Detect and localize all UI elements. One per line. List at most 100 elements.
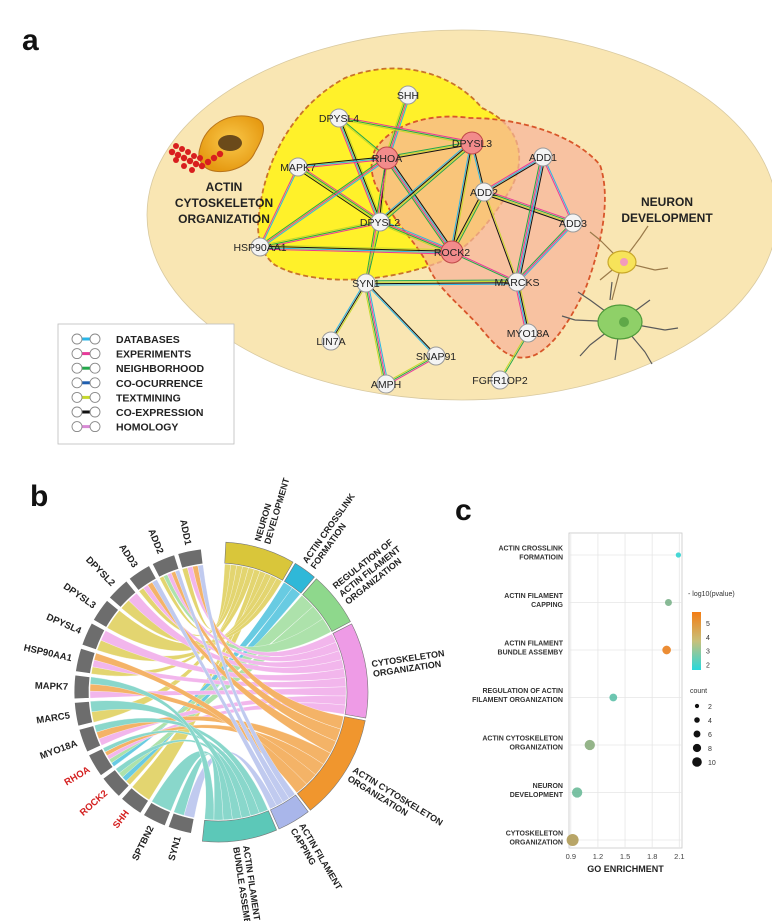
node-rhoa[interactable]: RHOA: [372, 146, 402, 170]
node-myo18a[interactable]: MYO18A: [507, 323, 550, 343]
svg-text:NEURON: NEURON: [641, 195, 693, 209]
gene-label-mapk7: MAPK7: [35, 681, 69, 693]
x-tick-label: 2.1: [674, 852, 684, 861]
gene-arc-myo18a: [78, 725, 102, 753]
panel-a-letter: a: [22, 24, 39, 57]
color-legend-bar: [692, 612, 701, 670]
node-dpysl4[interactable]: DPYSL4: [319, 108, 359, 128]
node-snap91[interactable]: SNAP91: [416, 346, 456, 366]
size-legend-dot: [694, 717, 700, 723]
data-point: [584, 739, 595, 751]
svg-text:FILAMENT ORGANIZATION: FILAMENT ORGANIZATION: [472, 697, 563, 704]
color-legend-title: - log10(pvalue): [688, 591, 735, 598]
data-point: [675, 552, 682, 558]
legend-label: TEXTMINING: [116, 392, 181, 404]
edge-rhoa-rock2: [384, 156, 455, 254]
node-mapk7[interactable]: MAPK7: [280, 157, 316, 177]
node-syn1[interactable]: SYN1: [352, 273, 380, 293]
neuron-illustration-1: [589, 225, 669, 301]
legend-item-homology: HOMOLOGY: [71, 421, 178, 434]
legend-label: EXPERIMENTS: [116, 349, 191, 361]
node-label: ADD3: [559, 218, 587, 230]
edge-syn1-amph: [363, 282, 389, 385]
gene-label-myo18a: MYO18A: [38, 738, 79, 762]
edge-mapk7-hsp90aa1: [258, 166, 300, 248]
legend-label: DATABASES: [116, 334, 180, 346]
gene-arc-mapk7: [73, 674, 91, 700]
node-label: SNAP91: [416, 351, 456, 363]
legend-item-neighborhood: NEIGHBORHOOD: [71, 362, 205, 375]
gene-label-marc5: MARC5: [36, 710, 72, 726]
term-arc-cytoskeleton-organization: [332, 623, 369, 719]
node-label: HSP90AA1: [233, 242, 286, 254]
svg-text:ACTIN CROSSLINK: ACTIN CROSSLINK: [498, 546, 563, 553]
legend-item-co-ocurrence: CO-OCURRENCE: [71, 377, 203, 390]
gene-label-rhoa: RHOA: [63, 764, 93, 788]
x-tick-label: 0.9: [566, 852, 576, 861]
node-add3[interactable]: ADD3: [559, 213, 587, 233]
gene-arc-add3: [128, 564, 157, 592]
node-marcks[interactable]: MARCKS: [495, 272, 540, 292]
gene-arc-syn1: [167, 812, 195, 834]
edge-add1-add3: [541, 156, 575, 224]
edge-syn1-marcks: [365, 279, 518, 286]
svg-text:BUNDLE ASSEMBY: BUNDLE ASSEMBY: [498, 650, 564, 657]
term-arc-neuron-development: [224, 541, 294, 581]
gene-arc-add2: [151, 554, 180, 578]
edge-dpysl2-rock2: [379, 219, 453, 255]
term-arc-regulation-of-actin-filament-organization: [302, 578, 351, 632]
svg-text:CYTOSKELETON: CYTOSKELETON: [506, 831, 563, 838]
node-lin7a[interactable]: LIN7A: [316, 331, 346, 351]
node-label: FGFR1OP2: [472, 375, 528, 387]
node-rock2[interactable]: ROCK2: [434, 240, 470, 264]
node-fgfr1op2[interactable]: FGFR1OP2: [472, 370, 528, 390]
gene-arc-dpysl2: [108, 580, 137, 608]
chord-ribbon: [90, 676, 215, 821]
edge-rhoa-hsp90aa1: [258, 156, 389, 249]
gene-label-dpysl3: DPYSL3: [61, 581, 98, 611]
gene-label-add3: ADD3: [116, 542, 139, 570]
size-legend-label: 8: [708, 746, 712, 753]
gene-label-sptbn2: SPTBN2: [130, 824, 157, 862]
edge-dpysl2-hsp90aa1: [259, 220, 381, 249]
node-dpysl3[interactable]: DPYSL3: [452, 131, 492, 155]
svg-text:DEVELOPMENT: DEVELOPMENT: [621, 211, 713, 225]
x-tick-label: 1.5: [620, 852, 630, 861]
node-add1[interactable]: ADD1: [529, 147, 557, 167]
edge-dpysl3-rock2: [450, 142, 474, 253]
node-label: LIN7A: [316, 336, 345, 348]
size-legend-dot: [692, 757, 702, 767]
gene-arc-rock2: [102, 769, 130, 798]
node-label: DPYSL2: [360, 217, 400, 229]
node-amph[interactable]: AMPH: [371, 374, 401, 394]
node-hsp90aa1[interactable]: HSP90AA1: [233, 237, 287, 257]
node-dpysl2[interactable]: DPYSL2: [360, 212, 400, 232]
edge-add2-marcks: [482, 191, 519, 283]
gene-label-rock2: ROCK2: [78, 788, 110, 818]
edge-syn1-lin7a: [329, 282, 368, 342]
edge-snap91-amph: [385, 354, 437, 386]
chord-ribbon: [93, 652, 307, 794]
edge-hsp90aa1-rock2: [259, 244, 453, 255]
size-legend-title: count: [690, 688, 707, 695]
node-label: ADD1: [529, 152, 557, 164]
node-label: AMPH: [371, 379, 401, 391]
svg-text:ACTIN CYTOSKELETON: ACTIN CYTOSKELETON: [351, 765, 445, 828]
edge-dpysl4-dpysl2: [336, 117, 383, 223]
data-point: [664, 599, 672, 606]
legend-label: NEIGHBORHOOD: [116, 363, 205, 375]
color-legend-tick: 4: [706, 635, 710, 642]
node-add2[interactable]: ADD2: [470, 182, 498, 202]
node-label: ADD2: [470, 187, 498, 199]
svg-text:NEURON: NEURON: [533, 783, 563, 790]
x-tick-label: 1.8: [647, 852, 657, 861]
node-label: DPYSL3: [452, 138, 492, 150]
node-shh[interactable]: SHH: [397, 85, 419, 105]
